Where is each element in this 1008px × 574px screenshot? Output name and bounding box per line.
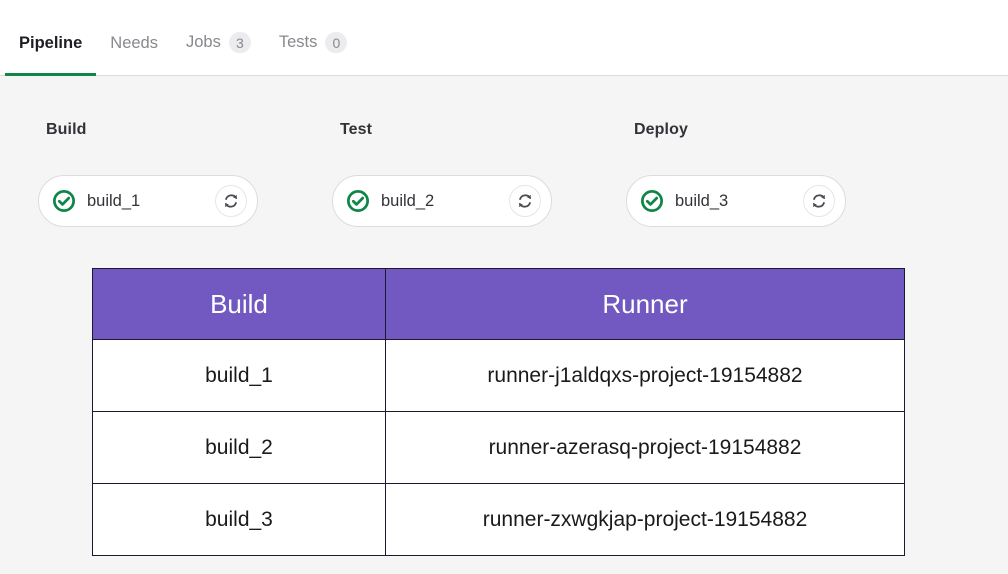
job-pill-build_2[interactable]: build_2 bbox=[332, 175, 552, 227]
status-success-check-icon bbox=[347, 190, 369, 212]
tab-jobs-label: Jobs bbox=[185, 33, 221, 51]
pipeline-stage-test: Test build_2 bbox=[332, 121, 552, 227]
retry-icon bbox=[812, 194, 826, 208]
column-header-build: Build bbox=[92, 268, 386, 340]
tab-list: Pipeline Needs Jobs 3 Tests 0 bbox=[0, 0, 1008, 76]
table-row: build_2 runner-azerasq-project-19154882 bbox=[92, 411, 905, 484]
tab-jobs[interactable]: Jobs 3 bbox=[172, 32, 265, 75]
tab-pipeline-label: Pipeline bbox=[19, 34, 83, 52]
job-pill-build_3[interactable]: build_3 bbox=[626, 175, 846, 227]
tab-tests-badge: 0 bbox=[325, 32, 348, 53]
tab-needs-label: Needs bbox=[110, 34, 158, 52]
pipeline-stage-build: Build build_1 bbox=[38, 121, 258, 227]
job-label-build_1: build_1 bbox=[87, 191, 141, 210]
tab-pipeline[interactable]: Pipeline bbox=[5, 34, 97, 76]
column-header-runner: Runner bbox=[385, 268, 905, 340]
cell-build: build_3 bbox=[92, 483, 386, 556]
retry-icon-button-build_3[interactable] bbox=[803, 185, 835, 217]
retry-icon bbox=[518, 194, 532, 208]
table-row: build_1 runner-j1aldqxs-project-19154882 bbox=[92, 339, 905, 412]
table-row: build_3 runner-zxwgkjap-project-19154882 bbox=[92, 483, 905, 556]
retry-icon-button-build_1[interactable] bbox=[215, 185, 247, 217]
tab-tests[interactable]: Tests 0 bbox=[265, 32, 362, 75]
stage-title-build: Build bbox=[46, 121, 87, 138]
pipeline-tabbar: Pipeline Needs Jobs 3 Tests 0 bbox=[0, 0, 1008, 76]
cell-runner: runner-zxwgkjap-project-19154882 bbox=[385, 483, 905, 556]
stage-title-test: Test bbox=[340, 121, 373, 138]
status-success-check-icon bbox=[53, 190, 75, 212]
runner-table: Build Runner build_1 runner-j1aldqxs-pro… bbox=[92, 268, 905, 556]
job-label-build_3: build_3 bbox=[675, 191, 729, 210]
cell-runner: runner-j1aldqxs-project-19154882 bbox=[385, 339, 905, 412]
runner-table-body: build_1 runner-j1aldqxs-project-19154882… bbox=[92, 339, 905, 556]
cell-build: build_1 bbox=[92, 339, 386, 412]
cell-build: build_2 bbox=[92, 411, 386, 484]
status-success-check-icon bbox=[641, 190, 663, 212]
retry-icon-button-build_2[interactable] bbox=[509, 185, 541, 217]
runner-table-head: Build Runner bbox=[92, 268, 905, 340]
tab-tests-label: Tests bbox=[278, 33, 318, 51]
job-pill-build_1[interactable]: build_1 bbox=[38, 175, 258, 227]
tab-active-underline bbox=[5, 73, 97, 76]
pipeline-stage-deploy: Deploy build_3 bbox=[626, 121, 846, 227]
tab-needs[interactable]: Needs bbox=[96, 34, 172, 75]
stage-title-deploy: Deploy bbox=[634, 121, 688, 138]
table-header-row: Build Runner bbox=[92, 268, 905, 340]
cell-runner: runner-azerasq-project-19154882 bbox=[385, 411, 905, 484]
retry-icon bbox=[224, 194, 238, 208]
tab-jobs-badge: 3 bbox=[228, 32, 251, 53]
job-label-build_2: build_2 bbox=[381, 191, 435, 210]
